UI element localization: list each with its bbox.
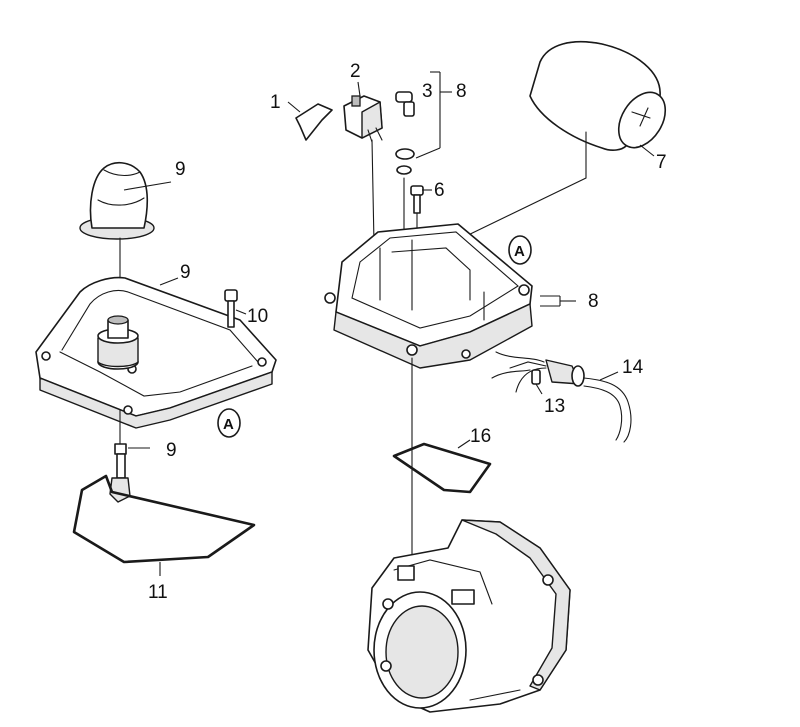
callout-9b: 9 bbox=[180, 262, 191, 283]
callout-11: 11 bbox=[148, 582, 168, 603]
part-switch-box bbox=[324, 223, 533, 369]
part-screw-6 bbox=[410, 185, 424, 214]
part-seal-16 bbox=[392, 442, 492, 494]
callout-14: 14 bbox=[622, 357, 644, 378]
part-oring bbox=[396, 165, 412, 175]
a-marker-right: A bbox=[508, 235, 532, 265]
callout-9a: 9 bbox=[175, 159, 186, 180]
bracket-8-top bbox=[415, 71, 452, 159]
part-capacitor-7 bbox=[529, 40, 667, 151]
svg-text:A: A bbox=[514, 243, 525, 260]
callout-3: 3 bbox=[422, 81, 433, 102]
part-cable-harness-13 bbox=[491, 351, 547, 393]
callout-13: 13 bbox=[544, 396, 565, 417]
leader-14 bbox=[599, 371, 619, 381]
leader-2 bbox=[357, 81, 361, 97]
part-left-housing bbox=[35, 276, 277, 429]
part-clip-1 bbox=[295, 103, 333, 141]
callout-1: 1 bbox=[270, 92, 281, 113]
callout-16: 16 bbox=[470, 426, 491, 447]
part-motor-housing bbox=[367, 519, 571, 713]
part-washer bbox=[395, 148, 415, 160]
leader-16 bbox=[457, 439, 471, 449]
leader-9a bbox=[123, 181, 172, 191]
callout-10: 10 bbox=[247, 306, 268, 327]
leader-10 bbox=[235, 309, 247, 315]
leader-1 bbox=[287, 101, 301, 113]
callout-8b: 8 bbox=[588, 291, 599, 312]
callout-2: 2 bbox=[350, 61, 361, 82]
a-marker-left: A bbox=[217, 408, 241, 438]
leader-9b bbox=[159, 277, 179, 286]
part-fitting-3 bbox=[395, 91, 415, 117]
callout-6: 6 bbox=[434, 180, 445, 201]
leader-13 bbox=[535, 383, 543, 395]
callout-7: 7 bbox=[656, 152, 667, 173]
axis-capacitor bbox=[461, 131, 587, 239]
part-gasket-11 bbox=[72, 474, 256, 564]
part-screw-10 bbox=[224, 289, 238, 328]
part-switch-2 bbox=[343, 95, 383, 143]
part-cap-knob bbox=[79, 162, 155, 240]
callout-9c: 9 bbox=[166, 440, 177, 461]
leader-7 bbox=[639, 144, 655, 157]
callout-8a: 8 bbox=[456, 81, 467, 102]
part-power-cable-14 bbox=[545, 359, 632, 443]
svg-text:A: A bbox=[223, 416, 234, 433]
bracket-8-right bbox=[540, 295, 576, 307]
axis-switch bbox=[371, 139, 375, 245]
